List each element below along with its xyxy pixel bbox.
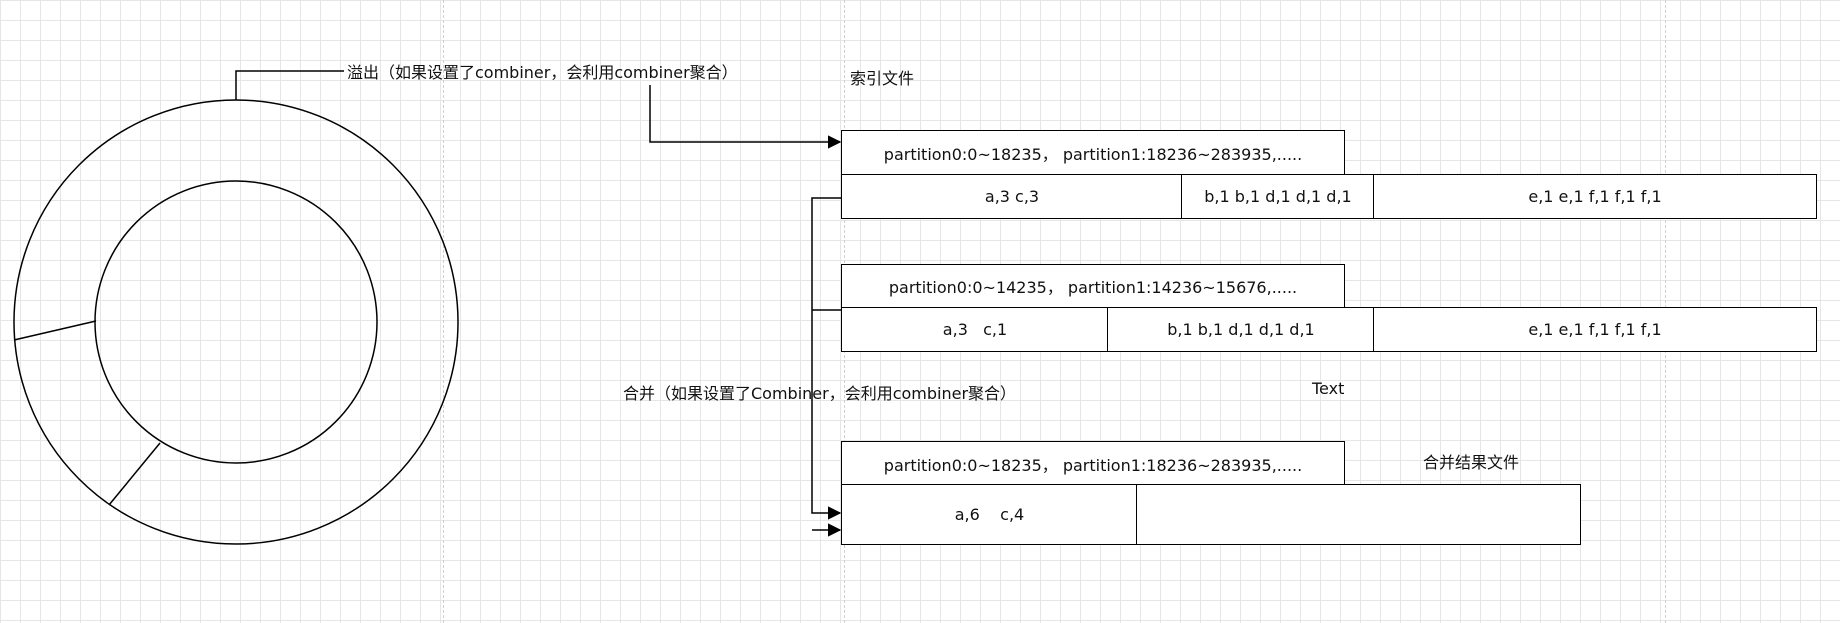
index-box: partition0:0~18235， partition1:18236~283… xyxy=(841,130,1345,175)
data-cell: e,1 e,1 f,1 f,1 f,1 xyxy=(1373,174,1817,219)
spill-label: 溢出（如果设置了combiner，会利用combiner聚合） xyxy=(347,63,738,82)
index-file-label: 索引文件 xyxy=(850,69,915,88)
index-box: partition0:0~14235， partition1:14236~156… xyxy=(841,264,1345,308)
data-cell: b,1 b,1 d,1 d,1 d,1 xyxy=(1107,307,1375,352)
text-label: Text xyxy=(1312,379,1345,398)
ring-buffer-inner xyxy=(94,180,378,464)
ring-divider xyxy=(13,320,97,341)
index-box: partition0:0~18235， partition1:18236~283… xyxy=(841,441,1345,486)
data-cell: a,6 c,4 xyxy=(841,484,1138,545)
spill-connector xyxy=(235,70,344,100)
guide-line xyxy=(443,0,444,623)
merge-connector xyxy=(811,197,842,520)
ring-divider xyxy=(108,442,161,506)
data-cell xyxy=(1136,484,1581,545)
data-cell: a,3 c,3 xyxy=(841,174,1183,219)
data-cell: a,3 c,1 xyxy=(841,307,1109,352)
merge-label: 合并（如果设置了Combiner，会利用combiner聚合） xyxy=(623,384,1017,403)
merge-result-label: 合并结果文件 xyxy=(1423,453,1520,472)
data-cell: e,1 e,1 f,1 f,1 f,1 xyxy=(1373,307,1817,352)
data-cell: b,1 b,1 d,1 d,1 d,1 xyxy=(1181,174,1375,219)
ring-buffer-outer xyxy=(13,99,459,545)
spill-arrow xyxy=(649,85,842,149)
